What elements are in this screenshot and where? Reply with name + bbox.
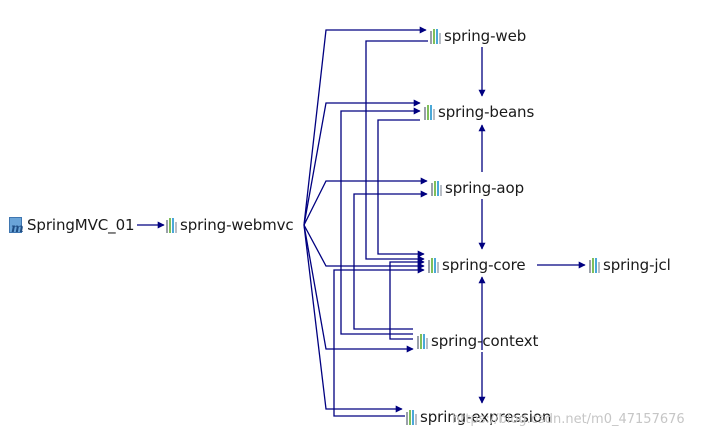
node-label: spring-web [444, 27, 527, 45]
node-label: SpringMVC_01 [27, 216, 135, 234]
edge-webmvc-web [303, 26, 427, 226]
edge-context-beans [340, 107, 421, 335]
edge-beans-core [377, 119, 425, 258]
library-icon [431, 180, 442, 196]
maven-project-icon: m [8, 216, 24, 234]
node-label: spring-expression [420, 408, 552, 426]
node-spring-expression[interactable]: spring-expression [406, 406, 551, 428]
library-icon [428, 257, 439, 273]
node-spring-web[interactable]: spring-web [430, 25, 526, 47]
edge-webmvc-context [303, 224, 414, 353]
edge-webmvc-beans [303, 99, 421, 226]
library-icon [424, 104, 435, 120]
node-label: spring-jcl [603, 256, 671, 274]
node-label: spring-beans [438, 103, 535, 121]
node-spring-webmvc[interactable]: spring-webmvc [166, 214, 294, 236]
library-icon [430, 28, 441, 44]
edge-webmvc-aop [303, 177, 428, 226]
node-spring-core[interactable]: spring-core [428, 254, 526, 276]
library-icon [589, 257, 600, 273]
edge-webmvc-expression [303, 224, 403, 413]
library-icon [417, 333, 428, 349]
library-icon [166, 217, 177, 233]
edge-web-core [365, 40, 428, 263]
node-spring-context[interactable]: spring-context [417, 330, 538, 352]
edge-context-core [389, 258, 425, 340]
edge-expression-core [333, 266, 425, 417]
node-spring-aop[interactable]: spring-aop [431, 177, 524, 199]
node-springmvc-01[interactable]: m SpringMVC_01 [8, 214, 135, 236]
node-label: spring-core [442, 256, 526, 274]
node-spring-jcl[interactable]: spring-jcl [589, 254, 671, 276]
node-label: spring-context [431, 332, 539, 350]
library-icon [406, 409, 417, 425]
node-label: spring-webmvc [180, 216, 294, 234]
node-spring-beans[interactable]: spring-beans [424, 101, 534, 123]
edge-webmvc-core [303, 224, 425, 270]
edge-context-aop [353, 190, 428, 330]
watermark: https://blog.csdn.net/m0_47157676 [452, 412, 685, 427]
node-label: spring-aop [445, 179, 525, 197]
